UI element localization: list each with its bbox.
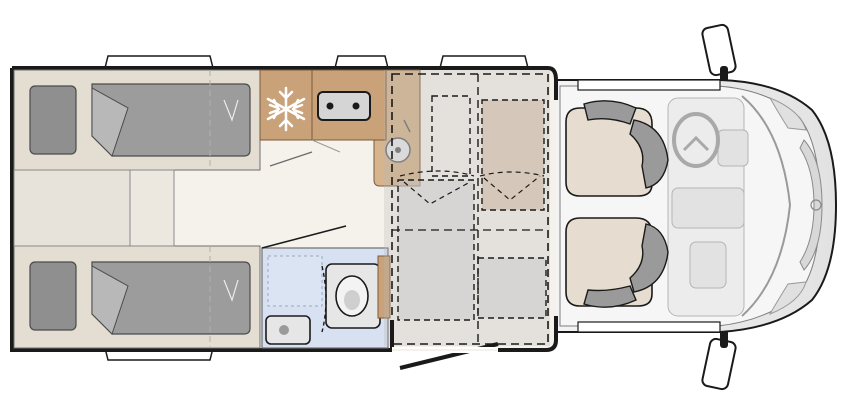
- steering-wheel-icon: [672, 112, 720, 168]
- driver-seat-icon: [565, 100, 669, 197]
- dinette-bench-front: [477, 257, 547, 319]
- badge: [810, 199, 822, 211]
- passenger-seat-icon: [565, 217, 669, 308]
- dinette-table: [481, 99, 545, 211]
- bed-step: [13, 169, 175, 247]
- windscreen: [741, 95, 792, 317]
- window-top-front: [439, 55, 529, 69]
- rear-bed-bottom: [13, 245, 261, 349]
- window-top-rear: [104, 55, 214, 69]
- cab-sill-top: [577, 79, 721, 91]
- pillow: [29, 85, 77, 155]
- rear-bed-top: [13, 69, 261, 171]
- entry-door: [390, 320, 499, 370]
- dinette-bench-rear: [397, 179, 475, 321]
- dinette-area: [384, 70, 550, 346]
- bathroom: [261, 225, 391, 349]
- pillow: [29, 261, 77, 331]
- folded-duvet: [91, 265, 129, 335]
- toilet-icon: [325, 263, 381, 329]
- headlight-left: [768, 97, 807, 131]
- top-windows: [104, 55, 529, 69]
- headlight-right: [768, 281, 807, 315]
- grille: [799, 139, 823, 271]
- cushion-seam: [223, 279, 239, 302]
- cab-console: [671, 187, 745, 229]
- washbasin-icon: [265, 315, 311, 345]
- snowflake-icon: [266, 86, 306, 132]
- dinette-backrest: [431, 95, 471, 177]
- shower-tray: [267, 255, 323, 307]
- folded-duvet: [91, 87, 129, 157]
- drop-down-bed-outline: [391, 73, 549, 345]
- kitchen-sink-icon: [317, 91, 371, 121]
- kitchen: [259, 69, 421, 187]
- cab-sill-bottom: [577, 321, 721, 333]
- window-top-mid: [334, 55, 389, 69]
- cushion-seam: [223, 99, 239, 122]
- cab-storage: [689, 241, 727, 289]
- cab-tray: [717, 129, 749, 167]
- bathroom-cabinet: [377, 255, 391, 319]
